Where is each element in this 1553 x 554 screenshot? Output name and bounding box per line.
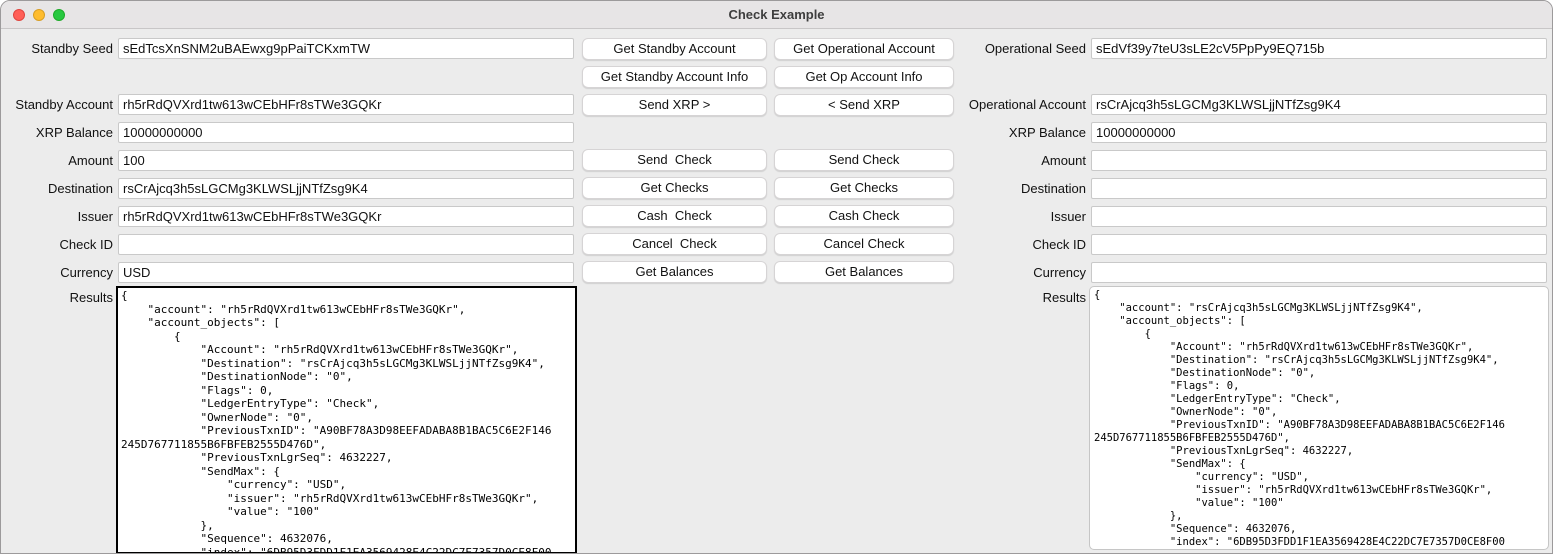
standby-check-id-label: Check ID (59, 237, 113, 252)
standby-cancel-check-button[interactable]: Cancel Check (582, 233, 767, 255)
title-bar: Check Example (1, 1, 1552, 29)
operational-seed-input[interactable] (1091, 38, 1547, 59)
operational-xrp-balance-input[interactable] (1091, 122, 1547, 143)
window-title: Check Example (728, 7, 825, 22)
get-op-account-info-button[interactable]: Get Op Account Info (774, 66, 954, 88)
standby-issuer-label: Issuer (77, 209, 113, 224)
standby-currency-input[interactable] (118, 262, 574, 283)
close-button[interactable] (13, 9, 25, 21)
standby-cash-check-button[interactable]: Cash Check (582, 205, 767, 227)
operational-check-id-label: Check ID (1032, 237, 1086, 252)
operational-issuer-label: Issuer (1050, 209, 1086, 224)
send-xrp-left-button[interactable]: < Send XRP (774, 94, 954, 116)
standby-currency-label: Currency (60, 265, 113, 280)
operational-results-textarea[interactable]: { "account": "rsCrAjcq3h5sLGCMg3KLWSLjjN… (1089, 286, 1549, 550)
operational-xrp-balance-label: XRP Balance (1008, 125, 1086, 140)
operational-cancel-check-button[interactable]: Cancel Check (774, 233, 954, 255)
standby-seed-input[interactable] (118, 38, 574, 59)
standby-account-input[interactable] (118, 94, 574, 115)
operational-results-label: Results (1042, 290, 1086, 305)
standby-send-check-button[interactable]: Send Check (582, 149, 767, 171)
send-xrp-right-button[interactable]: Send XRP > (582, 94, 767, 116)
get-operational-account-button[interactable]: Get Operational Account (774, 38, 954, 60)
standby-destination-label: Destination (47, 181, 113, 196)
minimize-button[interactable] (33, 9, 45, 21)
standby-results-label: Results (69, 290, 113, 305)
operational-currency-input[interactable] (1091, 262, 1547, 283)
operational-issuer-input[interactable] (1091, 206, 1547, 227)
zoom-button[interactable] (53, 9, 65, 21)
operational-get-checks-button[interactable]: Get Checks (774, 177, 954, 199)
standby-amount-input[interactable] (118, 150, 574, 171)
operational-account-label: Operational Account (968, 97, 1086, 112)
standby-check-id-input[interactable] (118, 234, 574, 255)
operational-destination-label: Destination (1020, 181, 1086, 196)
operational-check-id-input[interactable] (1091, 234, 1547, 255)
operational-currency-label: Currency (1033, 265, 1086, 280)
standby-results-textarea[interactable]: { "account": "rh5rRdQVXrd1tw613wCEbHFr8s… (116, 286, 577, 553)
standby-seed-label: Standby Seed (31, 41, 113, 56)
operational-destination-input[interactable] (1091, 178, 1547, 199)
operational-cash-check-button[interactable]: Cash Check (774, 205, 954, 227)
operational-get-balances-button[interactable]: Get Balances (774, 261, 954, 283)
standby-get-balances-button[interactable]: Get Balances (582, 261, 767, 283)
standby-xrp-balance-label: XRP Balance (35, 125, 113, 140)
standby-destination-input[interactable] (118, 178, 574, 199)
standby-get-checks-button[interactable]: Get Checks (582, 177, 767, 199)
operational-amount-input[interactable] (1091, 150, 1547, 171)
standby-amount-label: Amount (68, 153, 113, 168)
operational-amount-label: Amount (1041, 153, 1086, 168)
standby-xrp-balance-input[interactable] (118, 122, 574, 143)
get-standby-account-button[interactable]: Get Standby Account (582, 38, 767, 60)
operational-account-input[interactable] (1091, 94, 1547, 115)
get-standby-account-info-button[interactable]: Get Standby Account Info (582, 66, 767, 88)
operational-send-check-button[interactable]: Send Check (774, 149, 954, 171)
standby-account-label: Standby Account (15, 97, 113, 112)
operational-seed-label: Operational Seed (984, 41, 1086, 56)
standby-issuer-input[interactable] (118, 206, 574, 227)
